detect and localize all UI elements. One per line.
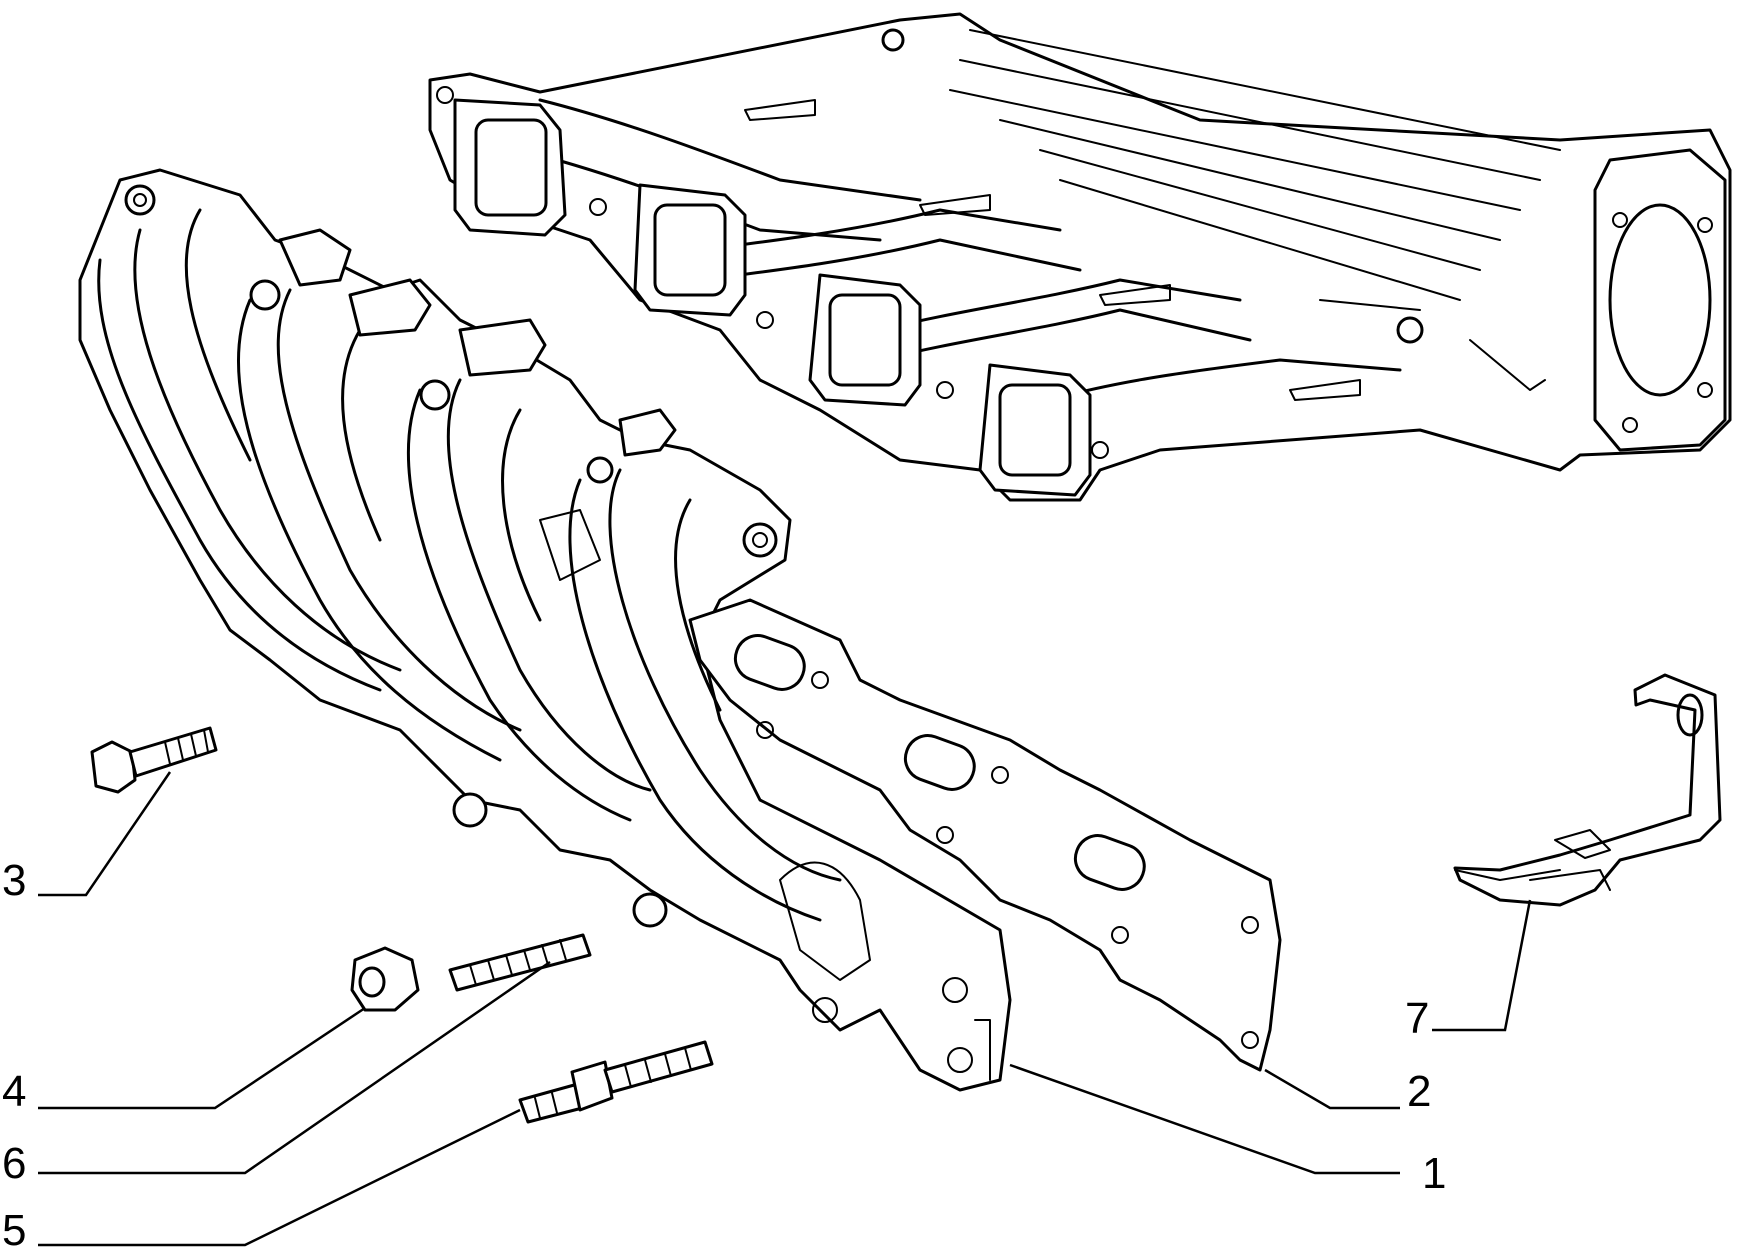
callout-4: 4 bbox=[2, 1067, 26, 1116]
exhaust-manifold bbox=[78, 168, 1012, 1092]
callout-7: 7 bbox=[1405, 994, 1429, 1043]
leader-1 bbox=[1009, 1063, 1400, 1175]
flange-bolt bbox=[90, 726, 218, 794]
callout-3: 3 bbox=[2, 856, 26, 905]
flange-nut bbox=[350, 946, 420, 1012]
intake-port-3 bbox=[808, 273, 954, 407]
leader-lines bbox=[38, 771, 1532, 1247]
intake-port-1 bbox=[436, 86, 607, 237]
intake-manifold bbox=[428, 12, 1732, 502]
collar-stud bbox=[518, 1040, 714, 1124]
callout-6: 6 bbox=[2, 1139, 26, 1188]
leader-7 bbox=[1432, 899, 1532, 1032]
exhaust-gasket bbox=[688, 598, 1282, 1072]
callout-5: 5 bbox=[2, 1206, 26, 1249]
intake-port-4 bbox=[978, 363, 1109, 497]
heat-shield-bracket bbox=[1453, 673, 1722, 907]
intake-port-2 bbox=[633, 183, 774, 329]
manifold-stud bbox=[448, 933, 592, 992]
callout-labels: 1 2 3 4 5 6 7 bbox=[2, 856, 1446, 1249]
callout-2: 2 bbox=[1407, 1067, 1431, 1116]
leader-3 bbox=[38, 771, 172, 897]
leader-5 bbox=[38, 1108, 521, 1247]
leader-6 bbox=[38, 960, 551, 1175]
callout-1: 1 bbox=[1422, 1149, 1446, 1198]
leader-4 bbox=[38, 1006, 366, 1110]
leader-2 bbox=[1264, 1068, 1400, 1110]
